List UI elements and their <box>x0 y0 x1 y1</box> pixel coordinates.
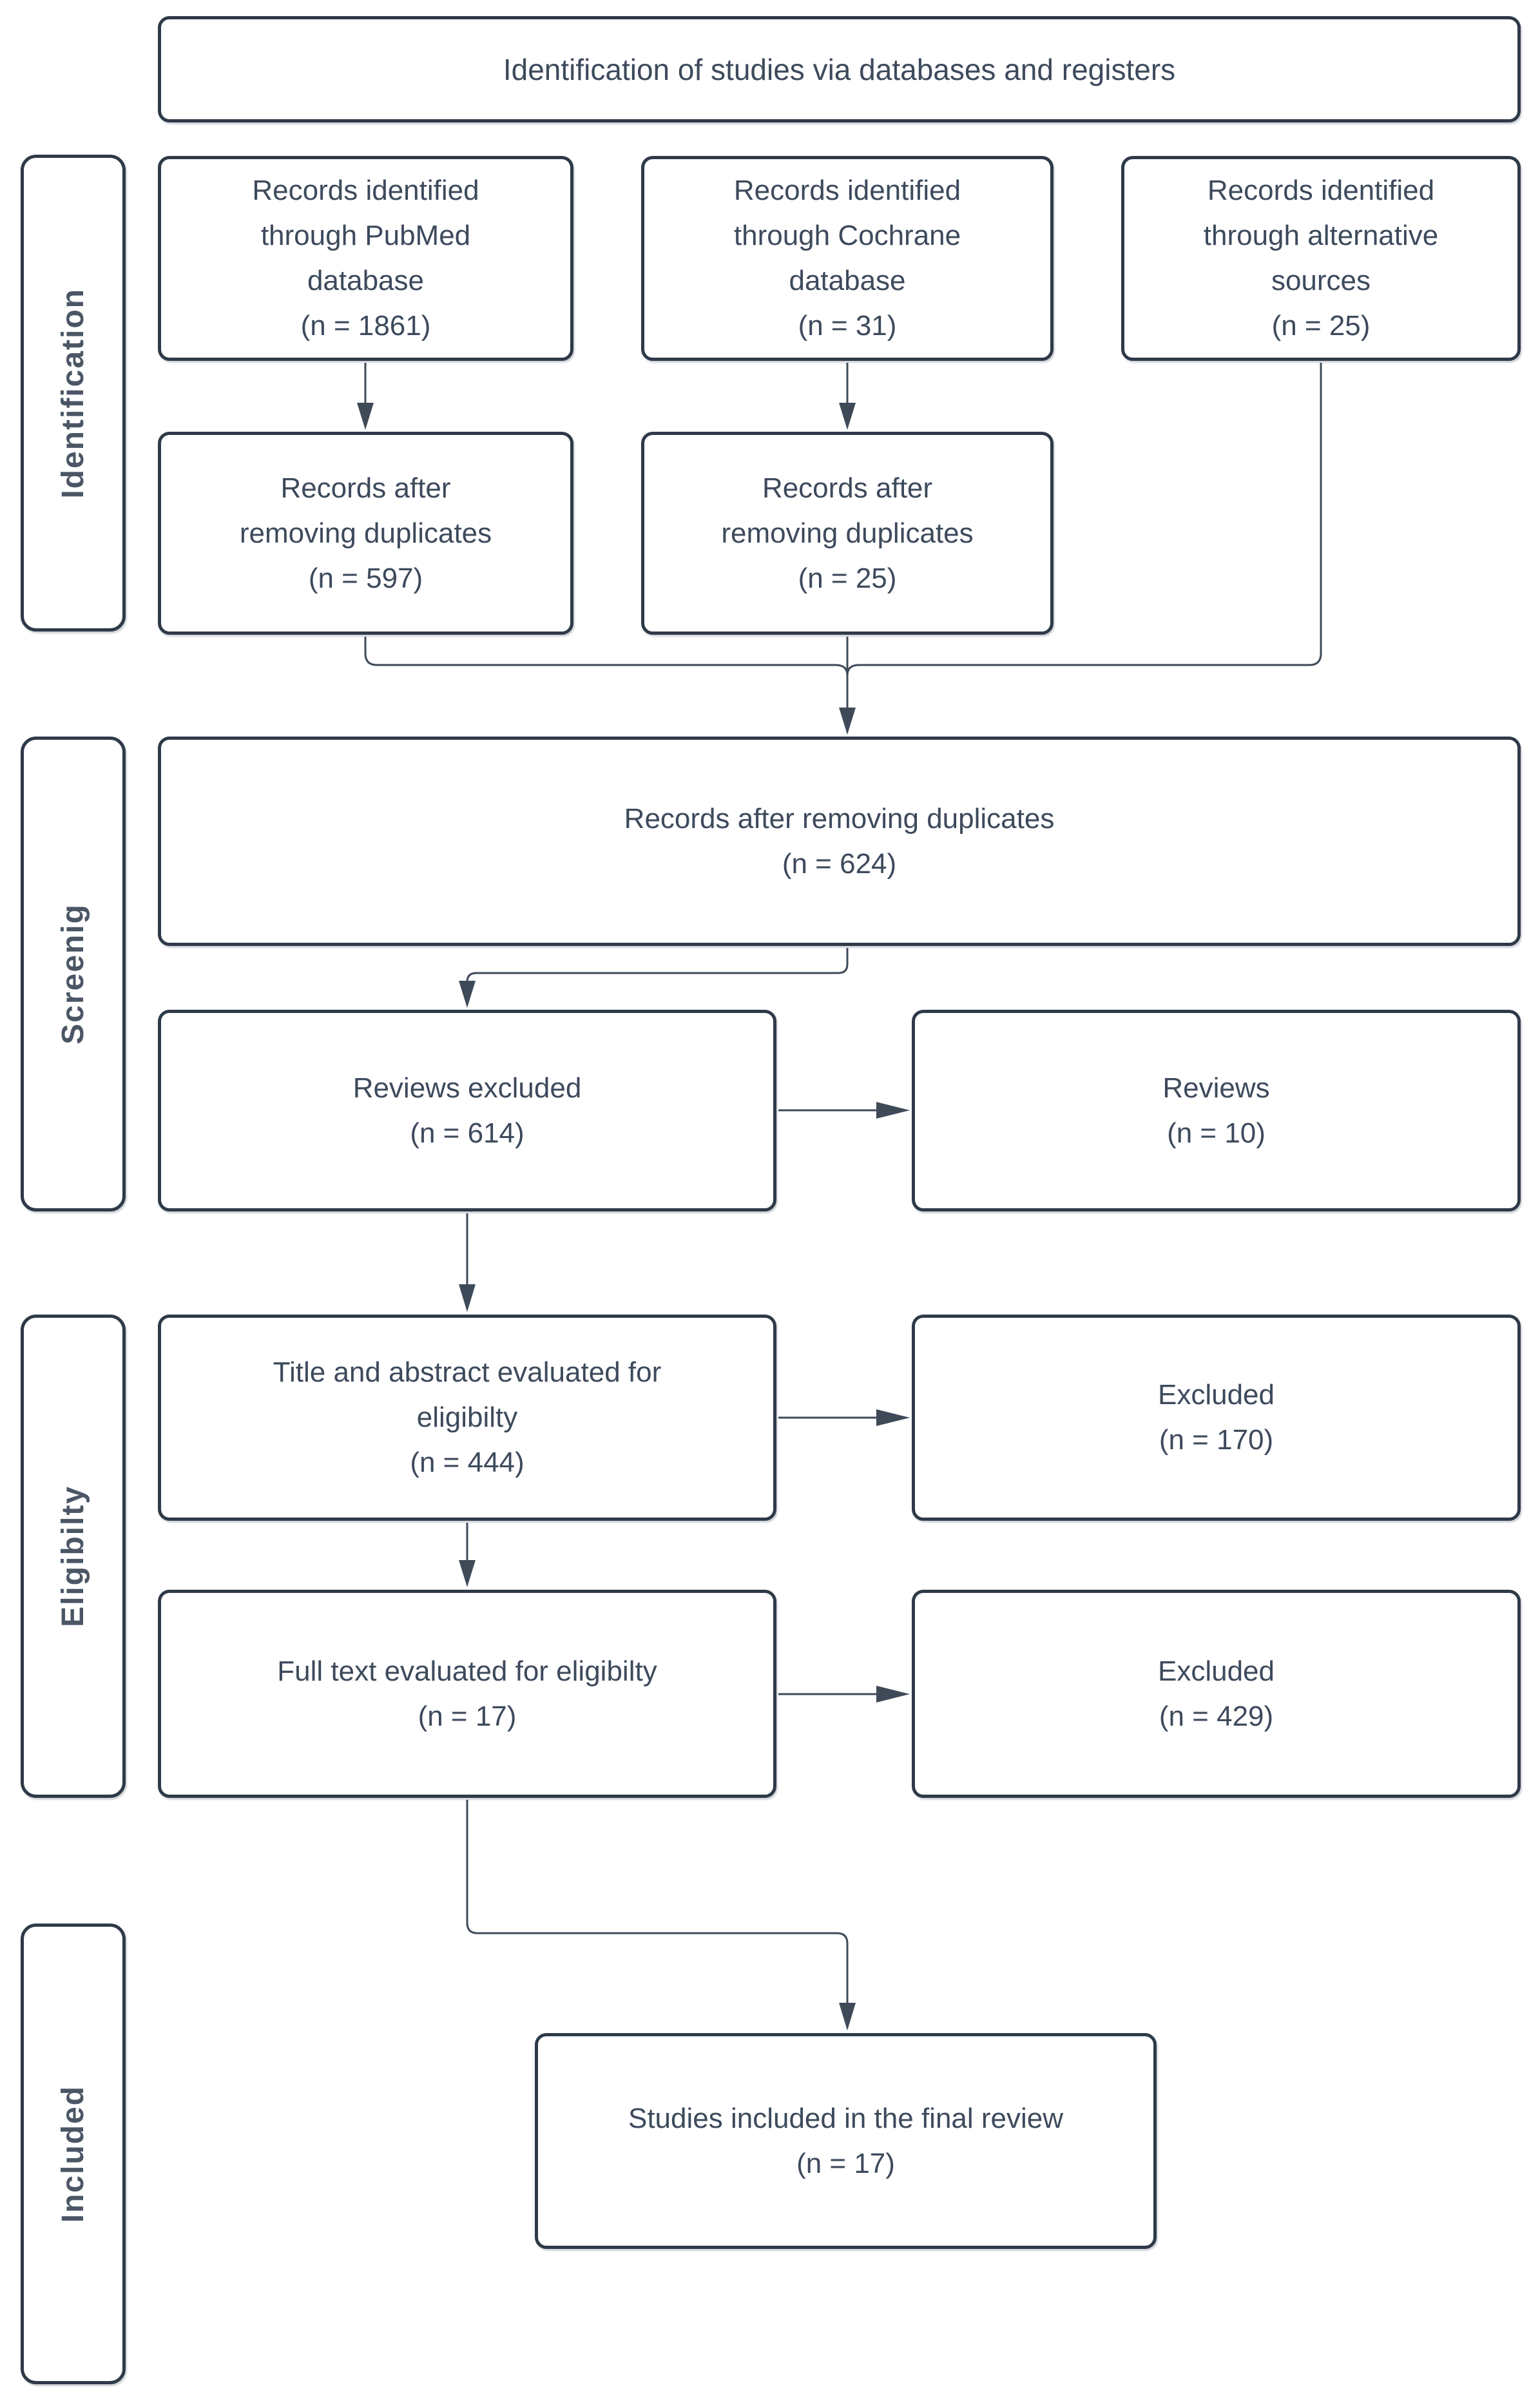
box-dedup-pubmed: Records after removing duplicates (n = 5… <box>158 432 573 635</box>
box-excluded-170: Excluded (n = 170) <box>912 1315 1521 1521</box>
box-included-final: Studies included in the final review (n … <box>535 2033 1157 2249</box>
box-records-pubmed: Records identified through PubMed databa… <box>158 156 573 361</box>
box-reviews: Reviews (n = 10) <box>912 1010 1521 1211</box>
box-dedup-pubmed-label: Records after removing duplicates <box>239 472 492 549</box>
box-excluded-429-count: (n = 429) <box>1159 1700 1274 1732</box>
box-records-pubmed-label: Records identified through PubMed databa… <box>252 175 479 296</box>
box-full-text: Full text evaluated for eligibilty (n = … <box>158 1590 776 1798</box>
box-dedup-combined-count: (n = 624) <box>782 847 897 880</box>
box-records-cochrane-count: (n = 31) <box>798 310 897 342</box>
box-title-abstract-label: Title and abstract evaluated for eligibi… <box>273 1356 662 1433</box>
box-excluded-170-count: (n = 170) <box>1159 1424 1274 1456</box>
arrowhead-title-abstract-to-full-text <box>459 1560 476 1587</box>
arrowhead-merge-to-combined <box>839 708 856 735</box>
box-reviews-label: Reviews <box>1162 1072 1270 1104</box>
stage-label-screening: Screenig <box>21 737 126 1211</box>
stage-label-identification: Identification <box>21 155 126 632</box>
box-included-final-count: (n = 17) <box>796 2147 895 2179</box>
box-excluded-429-label: Excluded <box>1157 1655 1275 1687</box>
stage-label-eligibility: Eligibilty <box>21 1315 126 1798</box>
box-reviews-excluded: Reviews excluded (n = 614) <box>158 1010 776 1211</box>
box-records-pubmed-count: (n = 1861) <box>300 310 431 342</box>
diagram-title-box: Identification of studies via databases … <box>158 16 1521 122</box>
arrowhead-reviews-excluded-to-title-abstract <box>459 1284 476 1312</box>
box-title-abstract-count: (n = 444) <box>410 1447 525 1478</box>
arrowhead-pubmed-to-dedup <box>357 403 374 430</box>
connector-combined-to-reviews-excluded <box>466 948 849 983</box>
box-reviews-excluded-count: (n = 614) <box>410 1117 525 1149</box>
box-title-abstract: Title and abstract evaluated for eligibi… <box>158 1315 776 1521</box>
box-full-text-count: (n = 17) <box>418 1700 517 1732</box>
stage-label-eligibility-text: Eligibilty <box>56 1485 90 1627</box>
box-dedup-pubmed-count: (n = 597) <box>308 562 423 594</box>
box-dedup-cochrane-label: Records after removing duplicates <box>721 472 974 549</box>
box-dedup-cochrane-count: (n = 25) <box>798 562 897 594</box>
stage-label-included: Included <box>21 1924 126 2384</box>
box-dedup-combined-label: Records after removing duplicates <box>624 802 1055 834</box>
connector-full-text-to-included <box>466 1800 849 2003</box>
box-records-cochrane-label: Records identified through Cochrane data… <box>733 175 961 296</box>
stage-label-identification-text: Identification <box>56 287 90 499</box>
stage-label-included-text: Included <box>56 2085 90 2223</box>
box-records-cochrane: Records identified through Cochrane data… <box>641 156 1054 361</box>
arrowhead-reviews-excluded-to-reviews <box>876 1102 910 1119</box>
box-dedup-cochrane: Records after removing duplicates (n = 2… <box>641 432 1054 635</box>
box-reviews-count: (n = 10) <box>1167 1117 1266 1149</box>
diagram-title: Identification of studies via databases … <box>503 52 1176 86</box>
box-records-alternative-count: (n = 25) <box>1271 310 1371 342</box>
arrowhead-full-text-to-excluded <box>876 1686 910 1702</box>
box-reviews-excluded-label: Reviews excluded <box>352 1072 582 1104</box>
box-excluded-429: Excluded (n = 429) <box>912 1590 1521 1798</box>
box-records-alternative: Records identified through alternative s… <box>1121 156 1521 361</box>
box-dedup-combined: Records after removing duplicates (n = 6… <box>158 737 1521 946</box>
box-included-final-label: Studies included in the final review <box>628 2102 1064 2134</box>
arrowhead-full-text-to-included <box>839 2003 856 2030</box>
box-full-text-label: Full text evaluated for eligibilty <box>277 1655 657 1687</box>
stage-label-screening-text: Screenig <box>56 903 90 1045</box>
arrowhead-title-abstract-to-excluded <box>876 1409 910 1426</box>
arrowhead-cochrane-to-dedup <box>839 403 856 430</box>
box-excluded-170-label: Excluded <box>1157 1379 1275 1411</box>
arrowhead-combined-to-reviews-excluded <box>459 981 476 1008</box>
box-records-alternative-label: Records identified through alternative s… <box>1203 175 1439 296</box>
